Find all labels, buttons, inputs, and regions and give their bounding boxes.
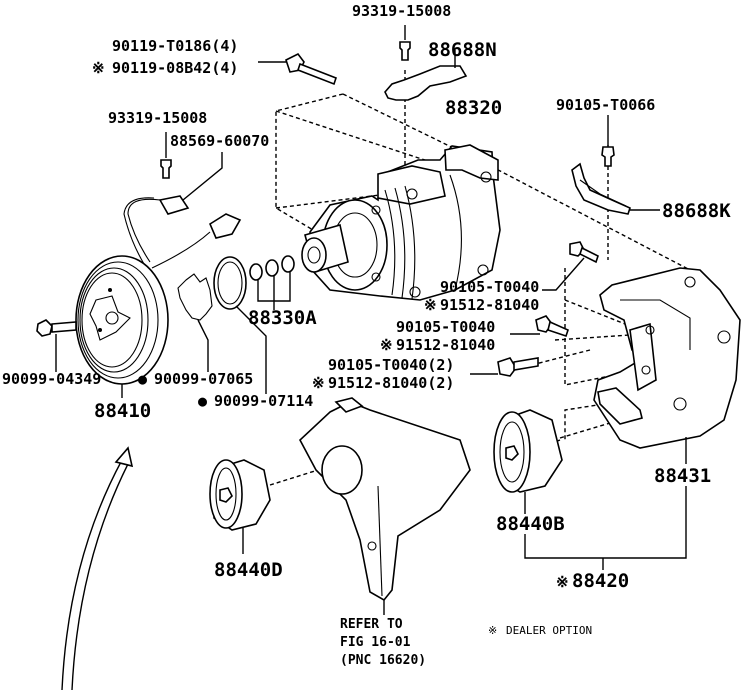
label-88330a[interactable]: 88330A (248, 307, 317, 329)
snap-ring-90099-07065[interactable] (177, 273, 213, 372)
bracket-88431[interactable] (593, 267, 741, 559)
label-88569-60070[interactable]: 88569-60070 (170, 132, 269, 150)
wire-88569-60070[interactable] (123, 152, 242, 269)
bolt-90105-t0066[interactable] (601, 115, 615, 167)
part-labels: 93319-15008 88688N 90119-T0186(4) ※ 9011… (2, 2, 731, 668)
bolt-93319-15008-clutch[interactable] (160, 132, 172, 179)
bolt-93319-15008-top[interactable] (399, 25, 411, 61)
label-90105-t0040-2[interactable]: 90105-T0040 (396, 318, 495, 336)
legend-symbol: ※ (488, 624, 497, 637)
label-93319-15008-clutch[interactable]: 93319-15008 (108, 109, 207, 127)
label-91512-81040-2[interactable]: 91512-81040 (396, 336, 495, 354)
bolt-90105-t0040-3[interactable] (470, 357, 539, 377)
legend-text: DEALER OPTION (506, 624, 592, 637)
reference-note-line1: REFER TO (340, 617, 403, 632)
dealer-option-mark: ※ (424, 296, 437, 314)
shims-88330a[interactable] (249, 255, 295, 310)
label-91512-81040-1[interactable]: 91512-81040 (440, 296, 539, 314)
idler-bracket[interactable] (299, 397, 471, 615)
bolt-90119[interactable] (258, 52, 337, 86)
label-88431[interactable]: 88431 (654, 465, 711, 487)
snap-ring-90099-07114[interactable] (213, 256, 267, 394)
label-88440d[interactable]: 88440D (214, 559, 283, 581)
label-90119-08b42[interactable]: 90119-08B42(4) (112, 59, 238, 77)
label-88688n[interactable]: 88688N (428, 39, 497, 61)
label-91512-81040-3[interactable]: 91512-81040(2) (328, 374, 454, 392)
dealer-option-mark: ※ (312, 374, 325, 392)
label-90099-07065[interactable]: 90099-07065 (154, 370, 253, 388)
bolt-90099-04349[interactable] (36, 319, 77, 372)
compressor-88320[interactable] (301, 144, 501, 301)
bolt-90105-t0040-1[interactable] (542, 241, 599, 291)
label-88420[interactable]: 88420 (572, 570, 629, 592)
label-90105-t0066[interactable]: 90105-T0066 (556, 96, 655, 114)
label-88410[interactable]: 88410 (94, 400, 151, 422)
bracket-88688n[interactable] (384, 50, 468, 101)
bullet-mark: ● (198, 392, 207, 410)
dealer-option-mark: ※ (380, 336, 393, 354)
label-88688k[interactable]: 88688K (662, 200, 731, 222)
direction-arrow-icon (61, 446, 134, 691)
label-88320[interactable]: 88320 (445, 97, 502, 119)
label-90099-07114[interactable]: 90099-07114 (214, 392, 313, 410)
clutch-pulley-88410[interactable] (75, 255, 169, 398)
label-90099-04349[interactable]: 90099-04349 (2, 370, 101, 388)
label-90105-t0040-1[interactable]: 90105-T0040 (440, 278, 539, 296)
label-90119-t0186[interactable]: 90119-T0186(4) (112, 37, 238, 55)
bolt-90105-t0040-2[interactable] (510, 315, 569, 338)
reference-note-line2[interactable]: FIG 16-01 (340, 635, 411, 650)
reference-note-line3: (PNC 16620) (340, 653, 426, 668)
label-93319-15008-top[interactable]: 93319-15008 (352, 2, 451, 20)
label-90105-t0040-3[interactable]: 90105-T0040(2) (328, 356, 454, 374)
dealer-option-mark: ※ (92, 59, 105, 77)
bracket-88688k[interactable] (571, 162, 660, 215)
dealer-option-mark: ※ (556, 573, 569, 591)
idler-88440b[interactable] (493, 409, 604, 570)
idler-88440d[interactable] (209, 459, 271, 554)
label-88440b[interactable]: 88440B (496, 513, 565, 535)
bullet-mark: ● (138, 370, 147, 388)
